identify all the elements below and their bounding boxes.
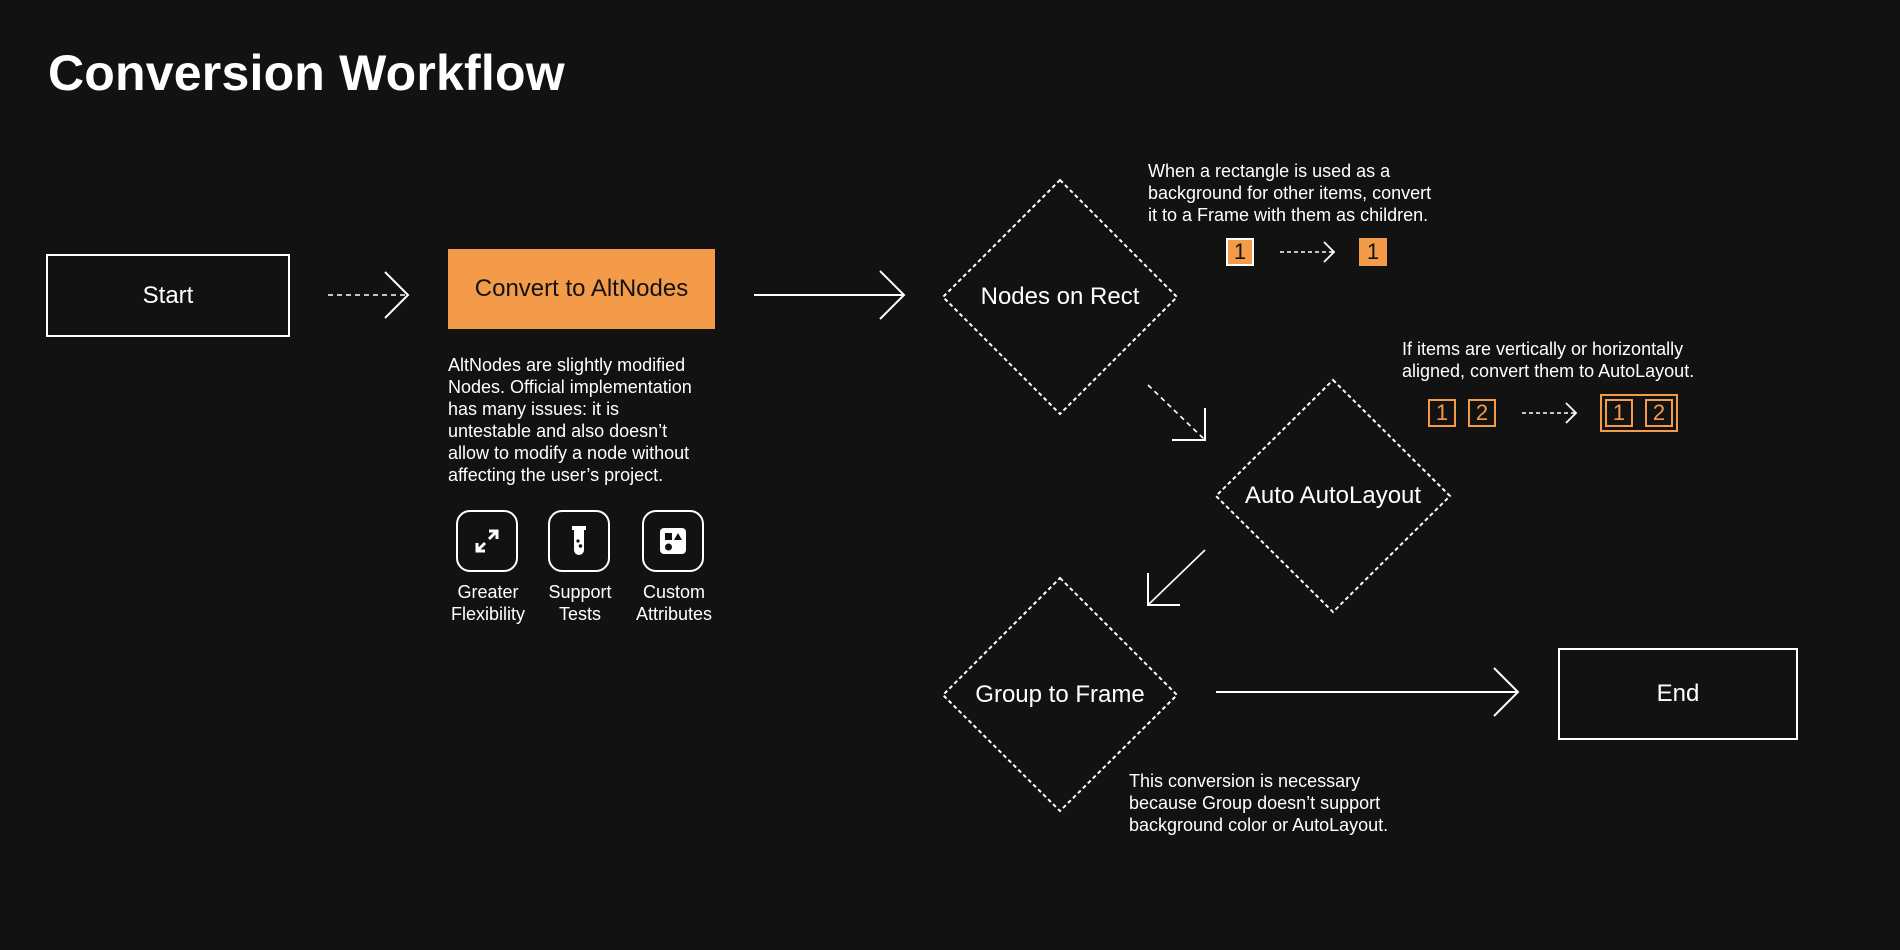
decision-diamond-auto-autolayout [1214,378,1452,614]
end-label: End [1656,680,1700,707]
feature-caption-tests: Support Tests [525,581,635,625]
note-line: When a rectangle is used as a [1148,161,1391,181]
note-line: allow to modify a node without [448,443,690,463]
example-group-item-1: 1 [1605,399,1633,427]
note-line: untestable and also doesn’t [448,421,668,441]
caption-line: Custom [642,582,705,602]
convert-label: Convert to AltNodes [474,275,689,302]
convert-node: Convert to AltNodes [448,249,715,329]
page-title: Conversion Workflow [48,45,565,101]
caption-line: Support [548,582,612,602]
example-autolayout-group: 1 2 [1600,394,1678,432]
note-line: Nodes. Official implementation [448,377,692,397]
feature-tile-tests [548,510,610,572]
example-group-item-2: 2 [1645,399,1673,427]
note-line: background color or AutoLayout. [1129,815,1389,835]
altnodes-note: AltNodes are slightly modified Nodes. Of… [448,354,738,486]
feature-tile-flexibility [456,510,518,572]
caption-line: Flexibility [450,604,525,624]
note-line: has many issues: it is [448,399,620,419]
caption-line: Attributes [635,604,713,624]
example-rect-after: 1 [1359,238,1387,266]
dashed-connector-rect-autolayout [1147,384,1206,441]
arrowhead-icon [1172,408,1206,441]
group-to-frame-label: Group to Frame [975,681,1145,708]
auto-autolayout-label: Auto AutoLayout [1244,482,1422,509]
start-node: Start [46,254,290,337]
example-rect-before: 1 [1226,238,1254,266]
feature-caption-attributes: Custom Attributes [619,581,729,625]
caption-line: Tests [558,604,601,624]
feature-caption-flexibility: Greater Flexibility [433,581,543,625]
note-line: background for other items, convert [1148,183,1432,203]
arrowhead-icon [384,271,410,319]
arrowhead-icon [879,270,906,320]
arrowhead-icon [1493,667,1520,717]
note-line: AltNodes are slightly modified [448,355,686,375]
note-line: it to a Frame with them as children. [1148,205,1429,225]
note-line: because Group doesn’t support [1129,793,1381,813]
example-item-1: 1 [1428,399,1456,427]
test-tube-icon [572,526,586,555]
arrowhead-icon [1323,241,1336,263]
note-line: This conversion is necessary [1129,771,1361,791]
caption-line: Greater [457,582,519,602]
nodes-on-rect-label: Nodes on Rect [980,283,1140,310]
shapes-icon [660,528,686,554]
autolayout-note: If items are vertically or horizontally … [1402,338,1742,382]
start-label: Start [142,281,194,309]
expand-arrows-icon [475,529,499,553]
decision-diamond-nodes-on-rect [941,178,1179,416]
group-note: This conversion is necessary because Gro… [1129,770,1429,836]
end-node: End [1558,648,1798,740]
rect-note: When a rectangle is used as a background… [1148,160,1488,226]
note-line: If items are vertically or horizontally [1402,339,1684,359]
connector-autolayout-group [1147,549,1206,606]
feature-tile-attributes [642,510,704,572]
note-line: affecting the user’s project. [448,465,664,485]
arrowhead-icon [1147,573,1180,606]
decision-diamond-group-to-frame [941,576,1179,813]
example-item-2: 2 [1468,399,1496,427]
note-line: aligned, convert them to AutoLayout. [1402,361,1695,381]
arrowhead-icon [1565,402,1578,424]
